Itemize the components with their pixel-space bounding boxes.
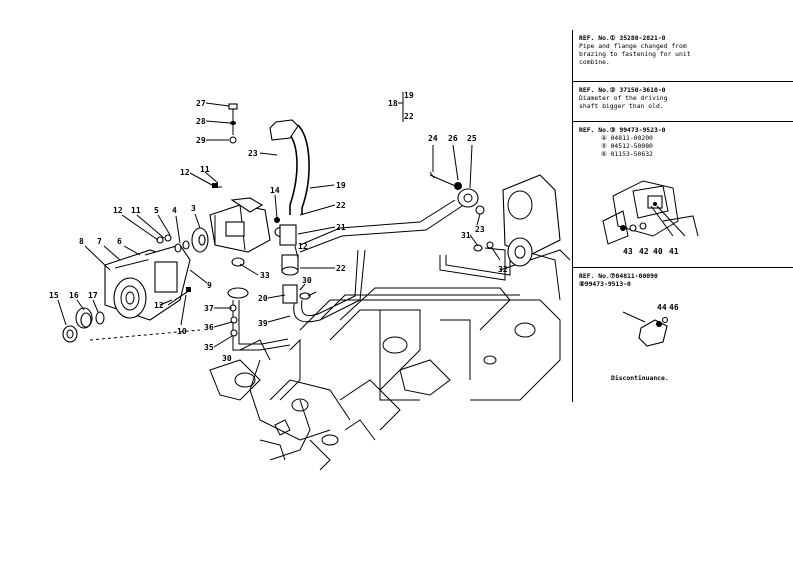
callout-17: 17 [88,291,98,300]
callout-19: 19 [336,181,346,190]
callout-33: 33 [260,271,270,280]
ref-note-1-line: brazing to fastening for unit [579,50,691,58]
callout-11: 11 [200,165,210,174]
callout-6: 6 [117,237,122,246]
leader-lines [57,92,501,348]
callout-19: 19 [404,91,414,100]
part-label-46: 46 [669,303,679,312]
part-label-43: 43 [623,247,633,256]
callout-4: 4 [172,206,177,215]
callout-12: 12 [113,206,123,215]
callout-24: 24 [428,134,438,143]
ref-note-4: REF. No.⑦04811-00090 ⑧99473-9513-0 44 46… [573,268,793,402]
callout-11: 11 [131,206,141,215]
callout-12: 12 [154,301,164,310]
ref-note-4-line: ⑧99473-9513-0 [579,280,631,288]
callout-39: 39 [258,319,268,328]
ref-note-2-line: Diameter of the driving [579,94,668,102]
callout-35: 35 [204,343,214,352]
bolt-stack [228,103,238,144]
callout-10: 10 [177,327,187,336]
callout-25: 25 [467,134,477,143]
ref-note-1-line: Pipe and flange changed from [579,42,687,50]
ref-note-4-detail-sketch: 44 46 [622,303,679,347]
callout-5: 5 [154,206,159,215]
callout-20: 20 [258,294,268,303]
ref-note-3-detail-sketch: 43 42 40 41 [602,180,699,256]
callout-22: 22 [404,112,414,121]
drive-housing [62,244,191,343]
callout-30: 30 [302,276,312,285]
callout-3: 3 [191,204,196,213]
callout-8: 8 [79,237,84,246]
callout-27: 27 [196,99,206,108]
callout-12: 12 [180,168,190,177]
callout-22: 22 [336,201,346,210]
ref-note-1-header: REF. No.① 35280-2821-0 [579,34,666,42]
part-label-42: 42 [639,247,649,256]
ref-note-3: REF. No.③ 99473-9523-0 ④ 04811-00200 ⑤ 0… [573,122,793,268]
callout-21: 21 [336,223,346,232]
ref-note-1: REF. No.① 35280-2821-0 Pipe and flange c… [573,30,793,82]
ref-note-1-line: combine. [579,58,610,66]
callout-36: 36 [204,323,214,332]
part-label-41: 41 [669,247,679,256]
ref-note-2: REF. No.② 37150-3610-0 Diameter of the d… [573,82,793,122]
callout-15: 15 [49,291,59,300]
ref-note-2-line: shaft bigger than old. [579,102,664,110]
callout-31: 31 [461,231,471,240]
ref-note-3-header: REF. No.③ 99473-9523-0 [579,126,666,134]
callout-22: 22 [336,264,346,273]
part-label-40: 40 [653,247,663,256]
ref-note-2-header: REF. No.② 37150-3610-0 [579,86,666,94]
ref-note-3-line: ⑥ 01153-50632 [601,150,653,158]
callout-29: 29 [196,136,206,145]
pump-assembly [191,119,299,304]
ref-note-4-header: REF. No.⑦04811-00090 [579,272,658,280]
callout-30: 30 [222,354,232,363]
engine-frame [89,249,571,471]
callout-12: 12 [298,242,308,251]
ref-note-3-line: ⑤ 04512-50080 [601,142,653,150]
part-label-44: 44 [657,303,667,312]
callout-32: 32 [498,265,508,274]
callout-26: 26 [448,134,458,143]
callout-37: 37 [204,304,214,313]
callout-16: 16 [69,291,79,300]
callout-14: 14 [270,186,280,195]
callout-labels: 27 28 29 23 12 11 14 19 22 21 12 22 33 3… [49,91,508,363]
callout-28: 28 [196,117,206,126]
callout-23: 23 [475,225,485,234]
discontinuance-caption: Discontinuance. [611,374,669,382]
callout-7: 7 [97,237,102,246]
ref-note-3-line: ④ 04811-00200 [601,134,653,142]
callout-9: 9 [207,281,212,290]
right-valve-assembly [429,171,561,267]
callout-23: 23 [248,149,258,158]
callout-18: 18 [388,99,398,108]
reference-notes-panel: REF. No.① 35280-2821-0 Pipe and flange c… [572,30,793,402]
